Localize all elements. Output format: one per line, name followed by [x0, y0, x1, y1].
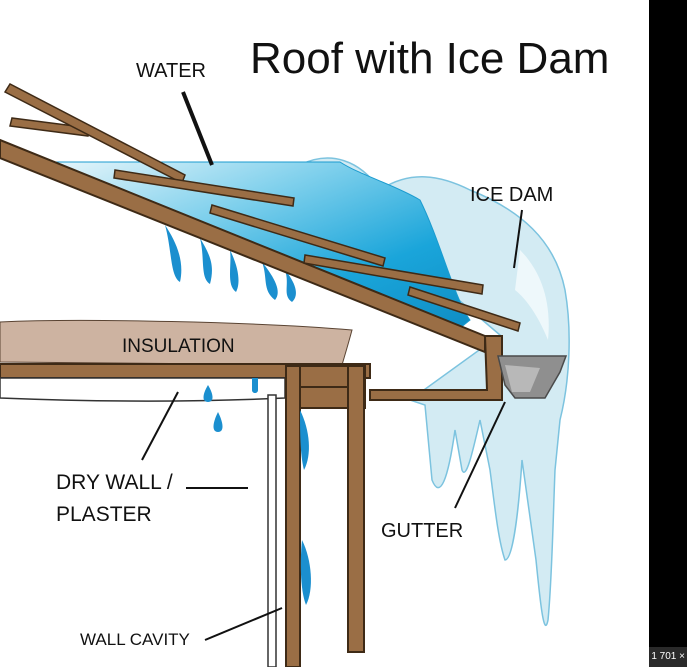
label-insulation: INSULATION — [122, 336, 235, 357]
diagram-title: Roof with Ice Dam — [250, 34, 610, 83]
shingle — [407, 286, 521, 332]
drywall-wall — [267, 394, 277, 668]
label-gutter: GUTTER — [381, 520, 464, 542]
right-dark-border — [649, 0, 687, 667]
insulation — [0, 319, 353, 366]
label-ice-dam: ICE DAM — [470, 184, 554, 206]
drywall-leader — [141, 391, 179, 461]
wall-cavity-leader — [204, 607, 283, 641]
wall-stud — [285, 365, 301, 668]
water-drip — [203, 385, 213, 402]
water-drip — [252, 378, 258, 393]
label-dry-wall-line2: PLASTER — [56, 503, 152, 526]
drywall-ceiling — [0, 377, 286, 402]
water-drip — [230, 250, 239, 292]
gutter-lip — [505, 365, 540, 392]
shingle — [303, 254, 484, 295]
ice-dam-leader — [513, 209, 523, 269]
shingle — [3, 83, 186, 185]
water-drip — [285, 270, 296, 302]
shingle — [113, 169, 295, 207]
water-leader — [181, 91, 214, 166]
corner-badge: 1 701 × — [649, 647, 687, 667]
label-water: WATER — [136, 60, 206, 82]
wall-stud — [347, 365, 365, 653]
label-wall-cavity: WALL CAVITY — [80, 630, 190, 649]
shingle — [9, 117, 91, 137]
water-drip — [165, 225, 182, 282]
shingle — [209, 204, 386, 267]
water-drip — [300, 540, 311, 605]
gutter-leader — [454, 401, 506, 509]
label-dry-wall-line1: DRY WALL / — [56, 471, 173, 494]
water-drip — [262, 262, 278, 300]
water-drip — [213, 412, 223, 432]
water-drip — [300, 410, 309, 470]
ice-highlight — [515, 250, 549, 340]
fascia-board — [369, 335, 503, 401]
water-drip — [200, 238, 212, 284]
label-dry-wall: DRY WALL / PLASTER — [56, 467, 196, 531]
